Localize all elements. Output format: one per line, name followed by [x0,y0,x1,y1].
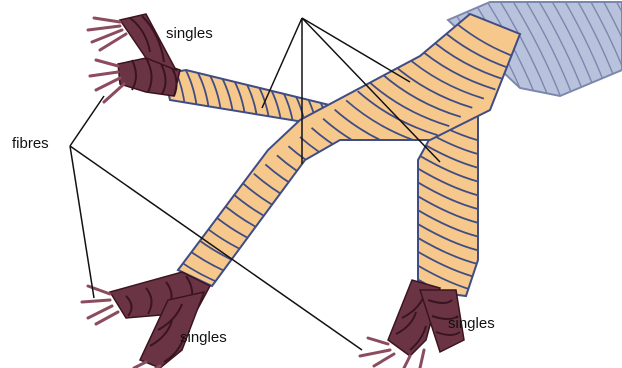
singles-bottom-left [110,272,210,368]
singles-label-top: singles [166,25,213,42]
singles-label-bottom-left: singles [180,329,227,346]
singles-label-bottom-right: singles [448,315,495,332]
fibres-label: fibres [12,135,49,152]
